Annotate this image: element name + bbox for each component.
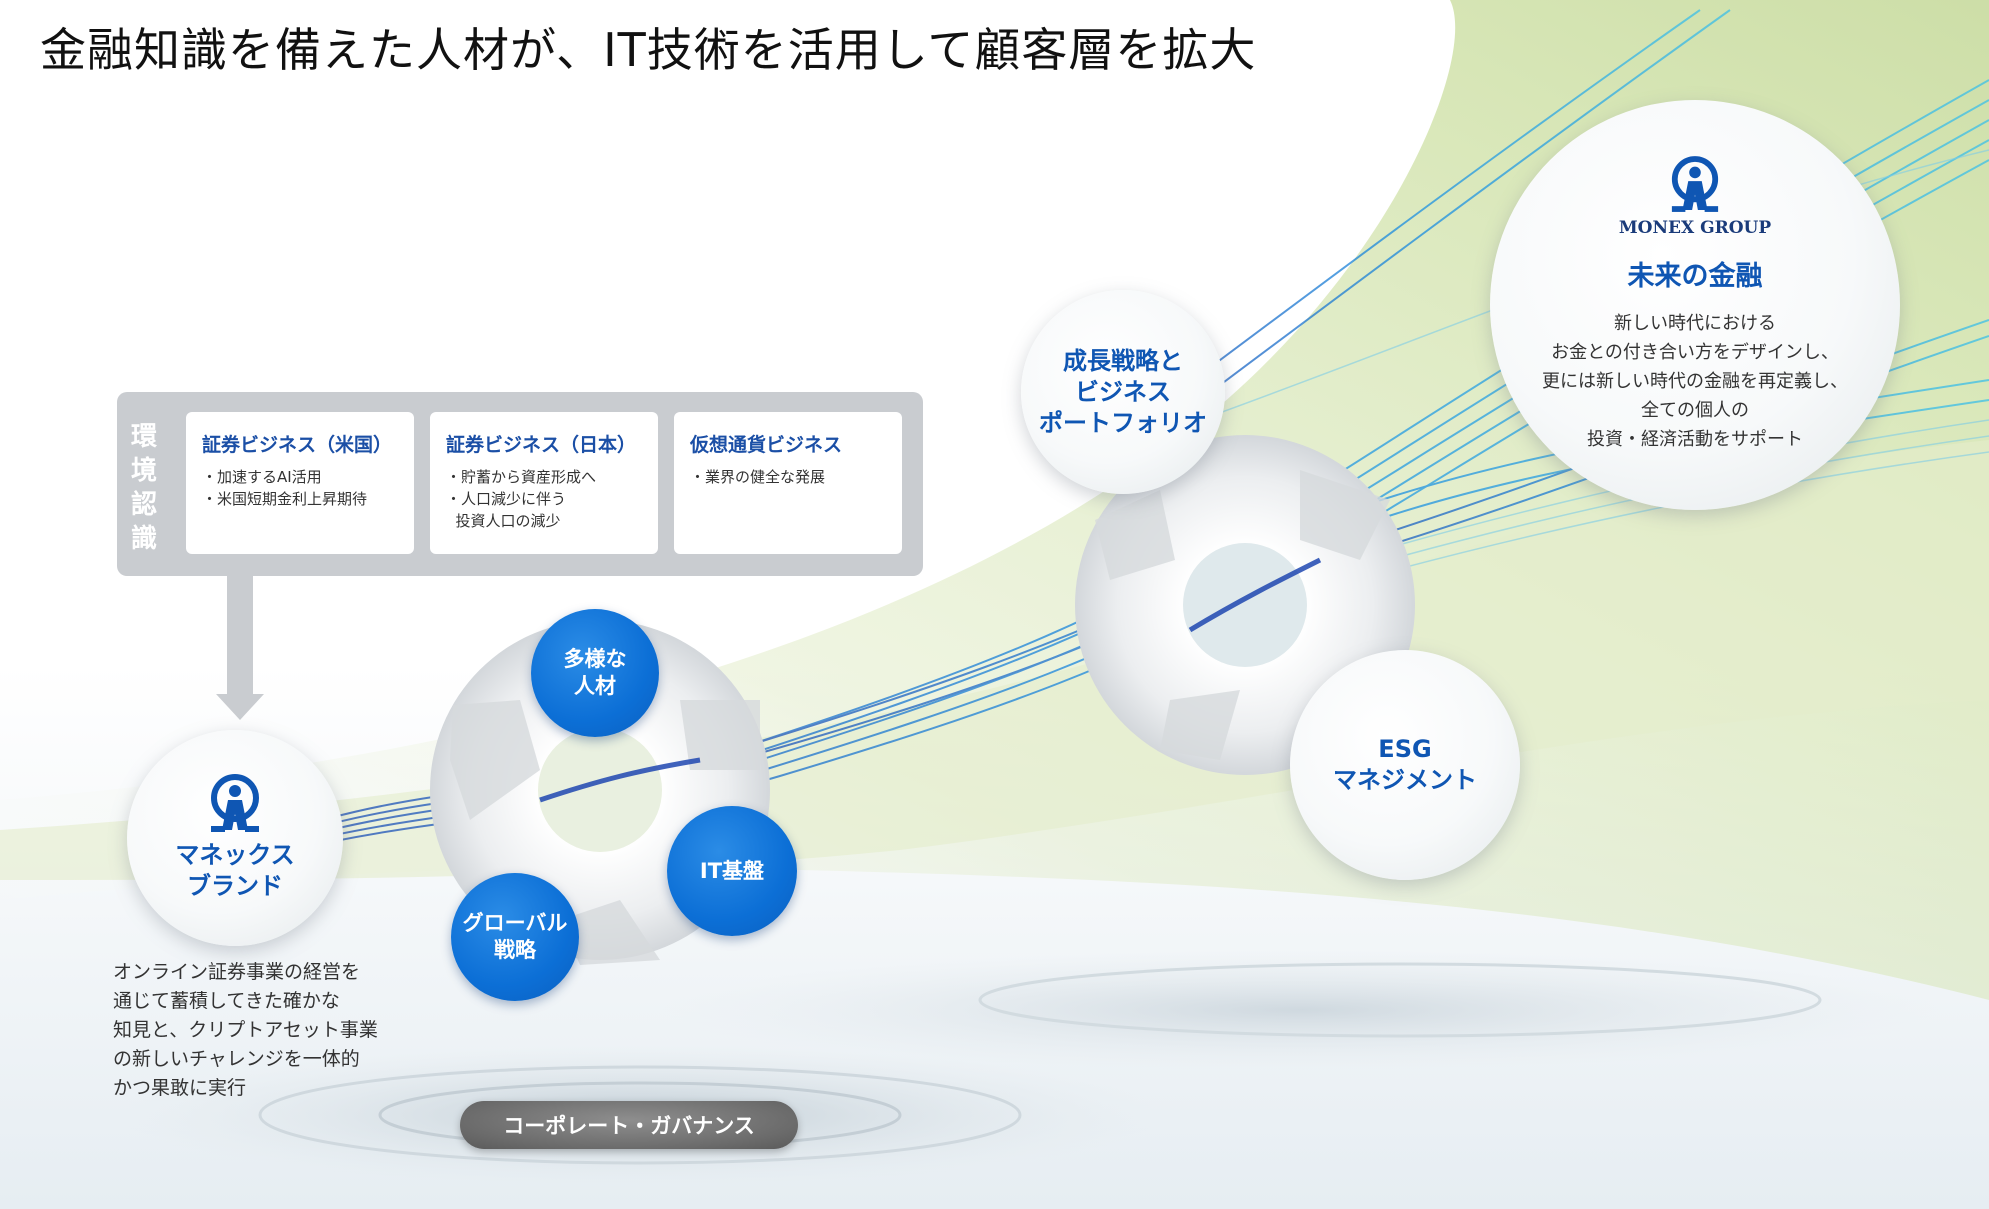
env-card-title: 仮想通貨ビジネス [690,434,843,456]
esg-circle: ESG マネジメント [1290,650,1520,880]
env-card-item: ・人口減少に伴う 投資人口の減少 [446,490,567,530]
environment-label: 環境認識 [130,422,157,554]
env-card-crypto: 仮想通貨ビジネス ・業界の健全な発展 [674,412,902,554]
future-finance-circle: MONEX GROUP 未来の金融 新しい時代における お金との付き合い方をデザ… [1490,100,1900,510]
brand-title: マネックス ブランド [175,841,295,900]
brand-circle: マネックス ブランド [127,730,343,946]
env-card-item: ・貯蓄から資産形成へ [446,468,597,486]
pointer-arrow-stem [227,575,253,695]
growth-strategy-circle: 成長戦略と ビジネス ポートフォリオ [1021,290,1225,494]
it-infrastructure-circle: IT基盤 [667,806,797,936]
env-card-item: ・業界の健全な発展 [690,468,826,486]
environment-panel: 環境認識 証券ビジネス（米国） ・加速するAI活用 ・米国短期金利上昇期待 証券… [117,392,923,576]
corporate-governance-pill: コーポレート・ガバナンス [460,1101,798,1149]
pointer-arrow-icon [216,694,264,720]
monex-group-logo-icon [1671,156,1719,212]
env-card-item: ・米国短期金利上昇期待 [202,490,368,508]
talent-circle: 多様な 人材 [531,609,659,737]
env-card-title: 証券ビジネス（米国） [202,434,393,456]
env-card-us-securities: 証券ビジネス（米国） ・加速するAI活用 ・米国短期金利上昇期待 [186,412,414,554]
future-finance-body: 新しい時代における お金との付き合い方をデザインし、 更には新しい時代の金融を再… [1542,313,1848,450]
global-strategy-circle: グローバル 戦略 [451,873,579,1001]
brand-description: オンライン証券事業の経営を 通じて蓄積してきた確かな 知見と、クリプトアセット事… [113,961,378,1099]
future-finance-title: 未来の金融 [1627,261,1763,292]
monex-group-wordmark: MONEX GROUP [1618,218,1772,238]
env-card-title: 証券ビジネス（日本） [446,434,637,456]
env-card-jp-securities: 証券ビジネス（日本） ・貯蓄から資産形成へ ・人口減少に伴う 投資人口の減少 [430,412,658,554]
monex-logo-icon [211,774,259,832]
env-card-item: ・加速するAI活用 [202,468,322,486]
growth-strategy-title: 成長戦略と ビジネス ポートフォリオ [1039,346,1207,437]
page-headline: 金融知識を備えた人材が、IT技術を活用して顧客層を拡大 [40,23,1257,77]
esg-title: ESG マネジメント [1333,735,1477,794]
